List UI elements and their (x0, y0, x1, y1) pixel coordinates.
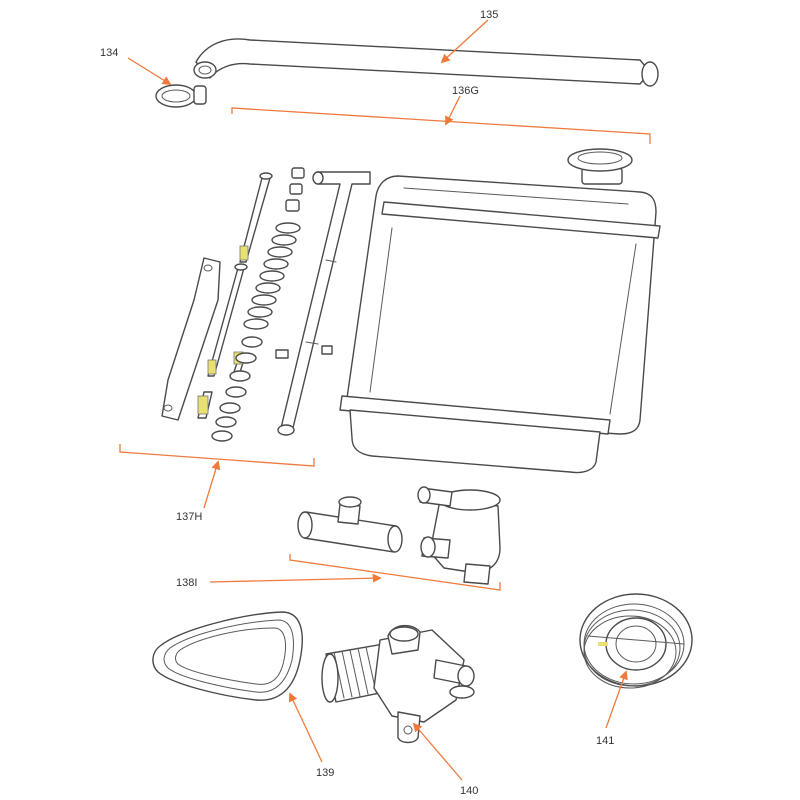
callout-labels: 134 135 136G 137H 138I 139 140 141 (100, 9, 614, 797)
part-140-water-pump (321, 625, 475, 744)
part-135-hose (193, 38, 659, 87)
highlight-sleeve (239, 245, 249, 261)
part-134-clamp (155, 84, 207, 108)
leader-lines (119, 19, 651, 781)
part-136-radiator (339, 148, 661, 474)
spring-stack (211, 167, 305, 442)
callout-140: 140 (460, 785, 478, 797)
part-137-hardware-set (161, 167, 371, 442)
callout-136g: 136G (452, 85, 479, 97)
callout-138i: 138I (176, 577, 197, 589)
callout-135: 135 (480, 9, 498, 21)
callout-139: 139 (316, 767, 334, 779)
callout-137h: 137H (176, 511, 202, 523)
part-141-pulley (579, 593, 693, 689)
part-139-belt (152, 611, 303, 701)
callout-141: 141 (596, 735, 614, 747)
part-138-fittings (297, 486, 501, 585)
callout-134: 134 (100, 47, 118, 59)
